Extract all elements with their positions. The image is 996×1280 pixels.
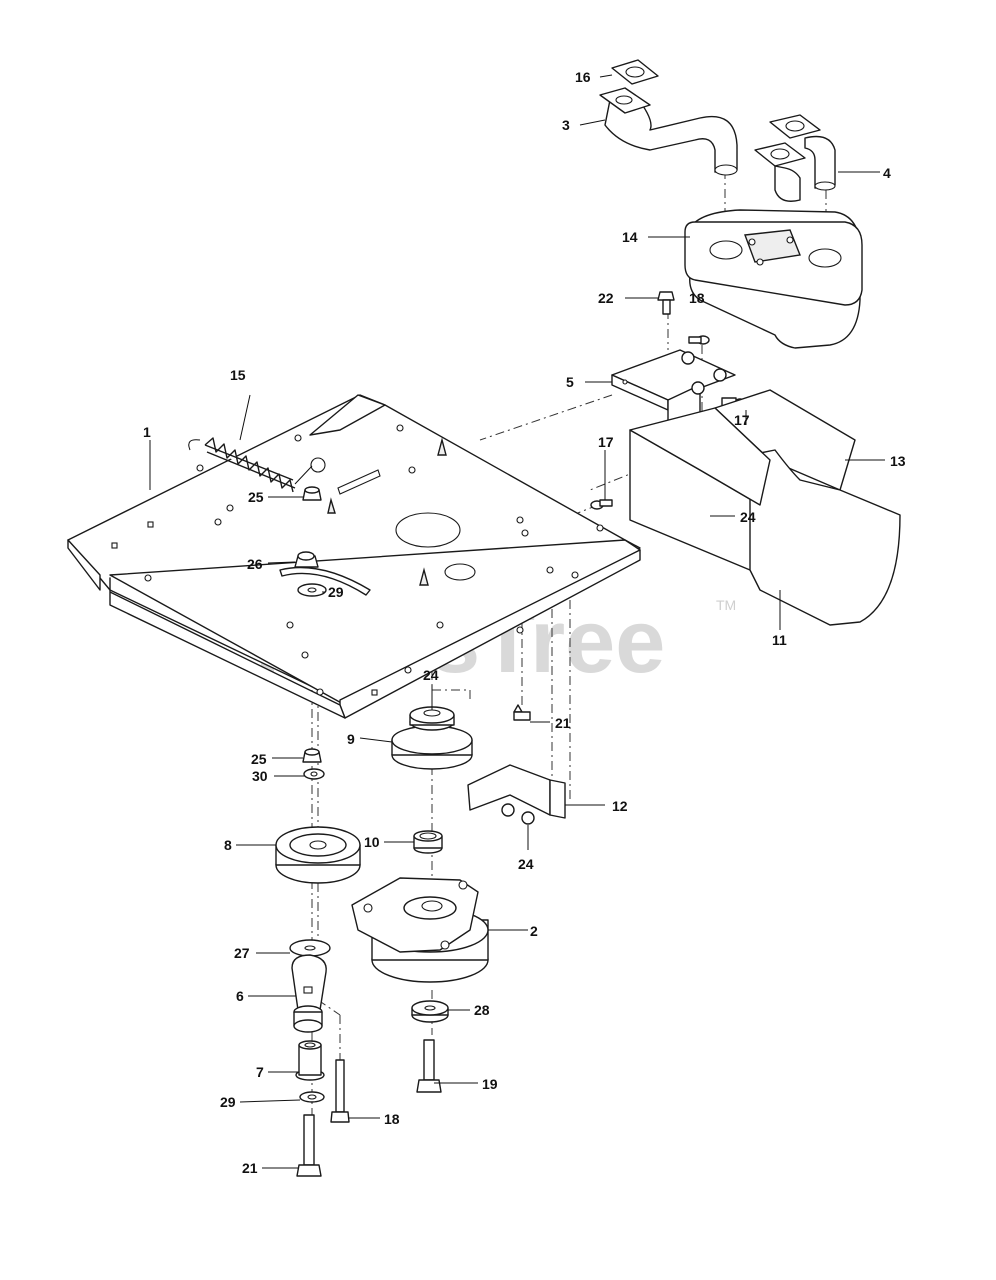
- bolt-18: [688, 335, 710, 345]
- idler-arm: [291, 954, 327, 1033]
- heat-shield: [629, 389, 901, 626]
- callout-11: 11: [772, 632, 787, 648]
- callout-20: 19: [482, 1076, 498, 1092]
- muffler: [684, 209, 863, 349]
- nut-24-e: [521, 811, 535, 825]
- callout-12: 12: [612, 798, 628, 814]
- callout-15: 15: [230, 367, 246, 383]
- nut-24-d: [501, 803, 515, 817]
- callout-25-upper: 25: [248, 489, 264, 505]
- tension-spring: [188, 437, 326, 493]
- exhaust-pipe-right: [754, 114, 836, 202]
- bolt-22: [657, 291, 675, 315]
- bolt-23: [513, 704, 531, 721]
- callout-1: 1: [143, 424, 151, 440]
- callout-24-deck: 24: [423, 667, 439, 683]
- callout-27: 27: [234, 945, 250, 961]
- callout-4: 4: [883, 165, 891, 181]
- spacer-28: [411, 1000, 449, 1023]
- callout-2: 2: [530, 923, 538, 939]
- bushing-10: [413, 830, 443, 854]
- watermark-trademark: TM: [716, 597, 736, 613]
- bolt-17-lower: [590, 499, 613, 510]
- callout-leaders: [149, 74, 885, 1169]
- callout-10: 10: [364, 834, 380, 850]
- callout-28: 28: [474, 1002, 490, 1018]
- bolt-20: [416, 1039, 442, 1093]
- bolt-19: [330, 1059, 350, 1123]
- callout-26: 26: [247, 556, 263, 572]
- idler-pulley-8: [275, 826, 361, 884]
- callout-16: 16: [575, 69, 591, 85]
- callout-18: 18: [689, 290, 705, 306]
- callout-17-right: 17: [734, 412, 750, 428]
- callout-5: 5: [566, 374, 574, 390]
- callout-29-upper: 29: [328, 584, 344, 600]
- callout-21: 21: [242, 1160, 258, 1176]
- callout-23: 21: [555, 715, 571, 731]
- callout-14: 14: [622, 229, 638, 245]
- exhaust-gasket: [611, 59, 659, 85]
- electric-clutch: [351, 877, 489, 983]
- callout-30: 30: [252, 768, 268, 784]
- callout-29-lower: 29: [220, 1094, 236, 1110]
- nut-25-upper: [302, 486, 322, 501]
- callout-24-shield: 24: [740, 509, 756, 525]
- exhaust-pipe-left: [599, 87, 738, 176]
- callout-13: 13: [890, 453, 906, 469]
- callout-17-left: 17: [598, 434, 614, 450]
- idler-pulley-9: [391, 706, 473, 770]
- callout-3: 3: [562, 117, 570, 133]
- callout-22: 22: [598, 290, 614, 306]
- nut-25-lower: [302, 748, 322, 763]
- callout-24-bracket: 24: [518, 856, 534, 872]
- clutch-bracket: [467, 764, 566, 819]
- callout-7: 7: [256, 1064, 264, 1080]
- callout-9: 9: [347, 731, 355, 747]
- bolt-21: [296, 1114, 322, 1177]
- callout-6: 6: [236, 988, 244, 1004]
- nut-26: [294, 551, 319, 568]
- callout-25-lower: 25: [251, 751, 267, 767]
- callout-19: 18: [384, 1111, 400, 1127]
- callout-8: 8: [224, 837, 232, 853]
- deck-plate: [67, 394, 641, 719]
- callout-labels: 16 3 4 14 22 18 5 15 1 25 17 17 13 24 11…: [143, 69, 906, 1176]
- bushing-7: [295, 1040, 325, 1081]
